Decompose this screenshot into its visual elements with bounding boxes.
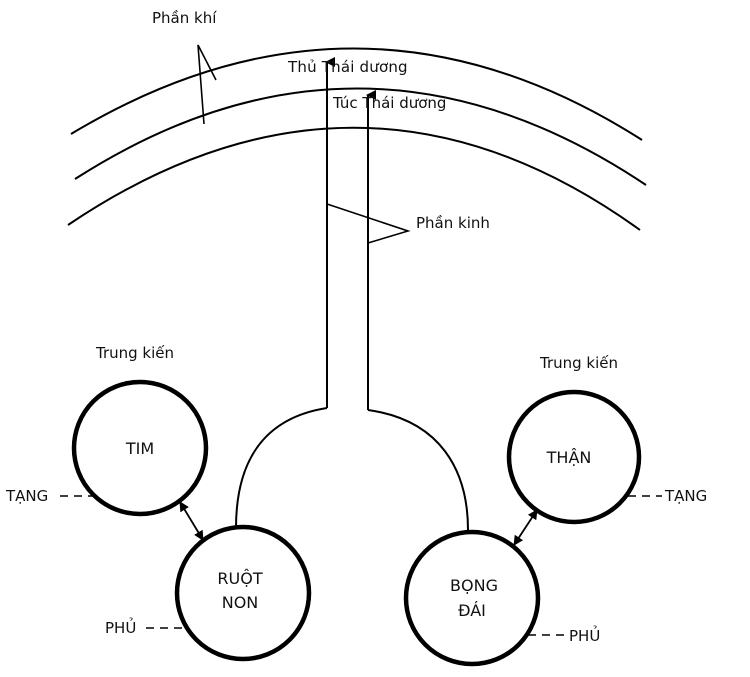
middle-arc: [74, 87, 647, 186]
connecting-arc: [235, 407, 328, 529]
inner-arc: [67, 126, 641, 231]
thu-thai-duong-label: Thủ Thái dương: [287, 58, 408, 76]
tuc-thai-duong-label: Túc Thái dương: [332, 94, 446, 112]
phan-kinh-label: Phần kinh: [416, 214, 490, 232]
tim-label: TIM: [125, 439, 154, 458]
than-bong-dai-arrow: [513, 509, 538, 546]
trung-kien-right-label: Trung kiến: [539, 354, 618, 372]
phan-kinh-pointer: [326, 203, 411, 244]
trung-kien-left-label: Trung kiến: [95, 344, 174, 362]
bong-dai-label-2: ĐÁI: [458, 601, 486, 620]
tim-circle: [71, 379, 209, 517]
phu-right-label: PHỦ: [569, 625, 600, 645]
connecting-arc-right: [367, 409, 469, 531]
ruot-non-label-2: NON: [222, 593, 259, 612]
tang-left-label: TẠNG: [5, 487, 48, 505]
phu-left-label: PHỦ: [105, 617, 136, 637]
outer-arc: [70, 47, 643, 141]
phan-khi-label: Phần khí: [152, 9, 217, 27]
phan-khi-pointer: [197, 44, 217, 125]
ruot-non-circle: [174, 524, 312, 662]
bong-dai-label-1: BỌNG: [450, 576, 498, 595]
than-circle: [506, 389, 642, 525]
ruot-non-label-1: RUỘT: [217, 569, 262, 588]
tang-right-label: TẠNG: [664, 487, 707, 505]
bong-dai-circle: [403, 529, 541, 667]
tim-ruot-non-arrow: [179, 501, 204, 541]
than-label: THẬN: [546, 448, 592, 467]
